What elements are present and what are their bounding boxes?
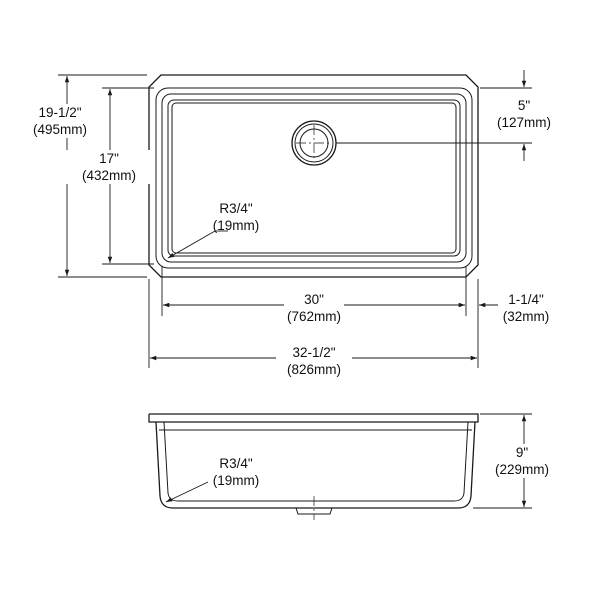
overall-depth-metric: (495mm) xyxy=(33,122,87,137)
rim-width-metric: (32mm) xyxy=(503,309,550,324)
bowl-outer-edge xyxy=(161,93,467,263)
bowl-inner-edge xyxy=(167,99,461,257)
side-bowl-outer xyxy=(155,421,476,509)
drain-offset-imperial: 5" xyxy=(518,98,531,113)
overall-width-imperial: 32-1/2" xyxy=(292,345,335,360)
drain-offset-metric: (127mm) xyxy=(497,115,551,130)
side-corner-radius-leader xyxy=(165,481,209,503)
side-corner-radius-imperial: R3/4" xyxy=(219,456,253,471)
top-corner-radius-metric: (19mm) xyxy=(213,218,260,233)
corner-radius-leader xyxy=(167,230,216,259)
drain-icon xyxy=(291,120,337,166)
bowl-width-imperial: 30" xyxy=(304,292,324,307)
bowl-depth-imperial: 17" xyxy=(99,151,119,166)
overall-depth-imperial: 19-1/2" xyxy=(38,105,81,120)
bowl-floor-edge xyxy=(171,102,457,254)
bowl-depth-metric: (432mm) xyxy=(82,168,136,183)
side-bowl-inner xyxy=(163,421,469,502)
bowl-height-metric: (229mm) xyxy=(495,462,549,477)
side-view xyxy=(148,413,532,520)
bowl-height-imperial: 9" xyxy=(516,445,529,460)
side-flange xyxy=(148,413,479,423)
rim-width-imperial: 1-1/4" xyxy=(508,292,544,307)
side-corner-radius-metric: (19mm) xyxy=(213,473,260,488)
sink-outer-flange xyxy=(148,74,479,278)
sink-rim-edge xyxy=(155,87,473,269)
overall-width-metric: (826mm) xyxy=(287,362,341,377)
top-corner-radius-imperial: R3/4" xyxy=(219,201,253,216)
bowl-width-metric: (762mm) xyxy=(287,309,341,324)
